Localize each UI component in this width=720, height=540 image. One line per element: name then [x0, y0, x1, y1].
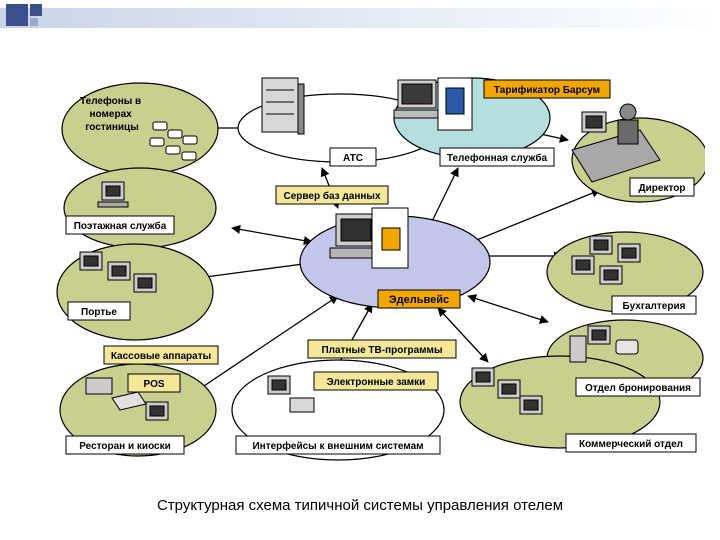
label-commercial: Коммерческий отдел — [579, 439, 683, 450]
label-restaurant: Ресторан и киоски — [79, 441, 171, 452]
label-tarifikator: Тарификатор Барсум — [494, 84, 600, 96]
porter-computers-icon — [79, 251, 157, 293]
label-floor-service: Поэтажная служба — [74, 220, 167, 232]
accounting-computers-icon — [571, 235, 641, 285]
label-electronic-locks: Электронные замки — [327, 377, 426, 388]
label-cash-registers: Кассовые аппараты — [111, 351, 211, 362]
hotel-system-diagram: Телефоны в номерах гостиницы АТС Тарифик… — [56, 77, 705, 461]
label-db-server: Сервер баз данных — [283, 190, 380, 202]
arrow-server-booking — [467, 294, 549, 324]
diagram-caption: Структурная схема типичной системы управ… — [156, 497, 564, 514]
label-director: Директор — [639, 183, 686, 194]
arrow-server-floor-service — [231, 224, 313, 246]
header-gradient-bar — [0, 8, 720, 28]
floor-service-computer-icon — [97, 181, 129, 208]
commercial-computers-icon — [471, 367, 543, 415]
ellipse-floor-service — [63, 167, 217, 249]
label-interfaces: Интерфейсы к внешним системам — [252, 440, 423, 452]
arrow-server-commercial — [437, 307, 489, 363]
arrow-server-porter — [197, 258, 319, 282]
atc-cabinet-icon — [261, 77, 305, 135]
label-phones: Телефоны в номерах гостиницы — [80, 95, 144, 133]
label-porter: Портье — [81, 307, 117, 318]
director-desk-icon — [571, 103, 661, 183]
db-server-icon — [329, 207, 409, 269]
phone-cluster-icon — [149, 121, 198, 161]
interfaces-equipment-icon — [267, 375, 315, 413]
header-square-tiny — [30, 18, 38, 26]
label-booking: Отдел бронирования — [585, 382, 691, 394]
label-paid-tv: Платные ТВ-программы — [321, 345, 442, 356]
label-pos: POS — [143, 379, 164, 390]
label-phone-service: Телефонная служба — [447, 152, 548, 164]
label-accounting: Бухгалтерия — [623, 301, 686, 312]
header-square-small — [30, 4, 42, 16]
tarifikator-computer-icon — [393, 77, 473, 131]
label-atc: АТС — [343, 153, 363, 164]
restaurant-pos-icon — [85, 377, 169, 421]
booking-computer-icon — [569, 325, 639, 363]
header-square-large — [6, 4, 28, 26]
label-edelweiss: Эдельвейс — [389, 294, 449, 306]
arrow-server-restaurant — [194, 295, 339, 393]
